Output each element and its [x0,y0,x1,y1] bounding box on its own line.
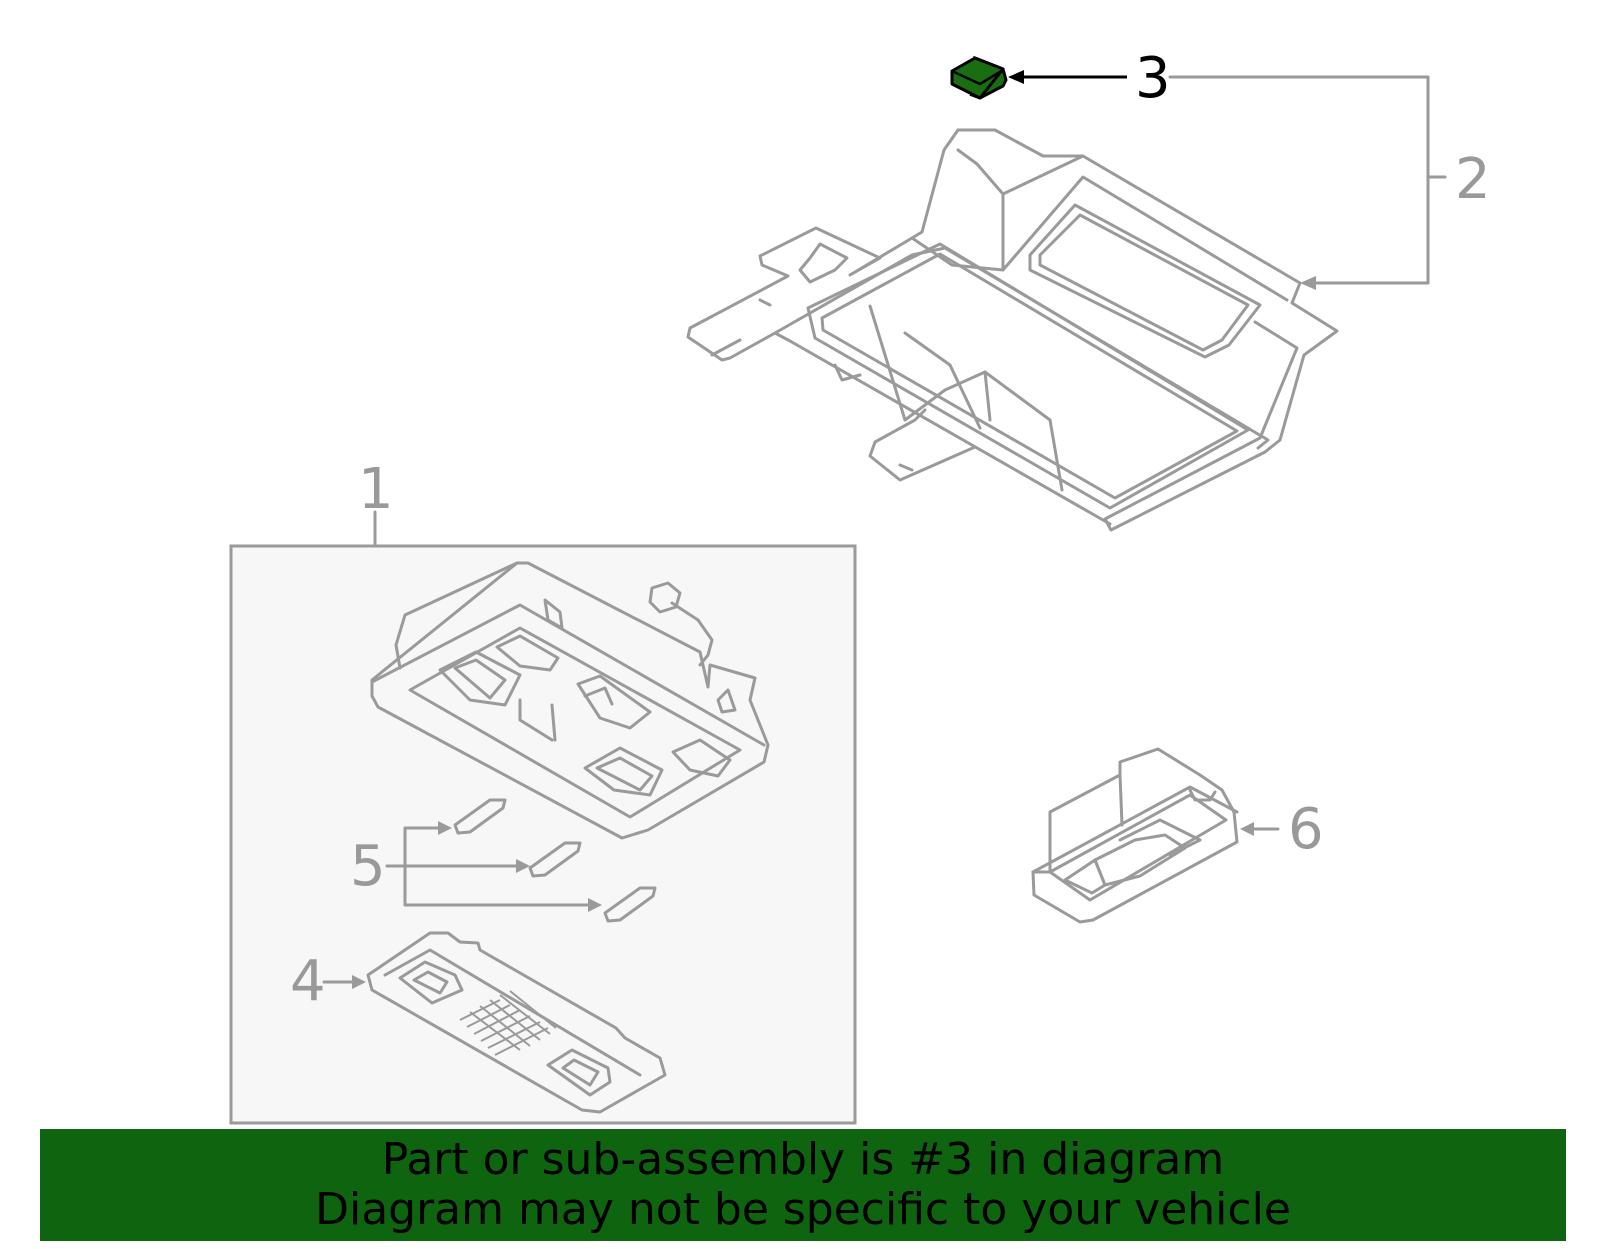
info-banner: Part or sub-assembly is #3 in diagram Di… [40,1129,1566,1241]
lamp-6-leader [1240,822,1280,836]
callout-3: 3 [1135,46,1171,111]
leader-3 [1008,70,1127,84]
callout-1: 1 [358,457,394,522]
part-5-bulbs [453,798,657,923]
part-1-box [229,544,857,1125]
part-1-lamp-assembly [370,561,770,840]
callout-6: 6 [1288,797,1324,862]
banner-line-1: Part or sub-assembly is #3 in diagram [381,1134,1225,1185]
part-6-map-lamp [1031,747,1239,924]
callout-4: 4 [290,949,326,1014]
bracket-2-leader [1168,75,1447,290]
callout-2: 2 [1455,147,1491,212]
callout-5: 5 [350,834,386,899]
part-2-bracket [686,128,1339,532]
part-3-highlighted[interactable] [950,55,1008,100]
part-4-lens [366,931,667,1114]
banner-line-2: Diagram may not be specific to your vehi… [315,1184,1291,1235]
bulbs-5-leader [385,821,602,912]
lens-4-leader [322,975,366,989]
